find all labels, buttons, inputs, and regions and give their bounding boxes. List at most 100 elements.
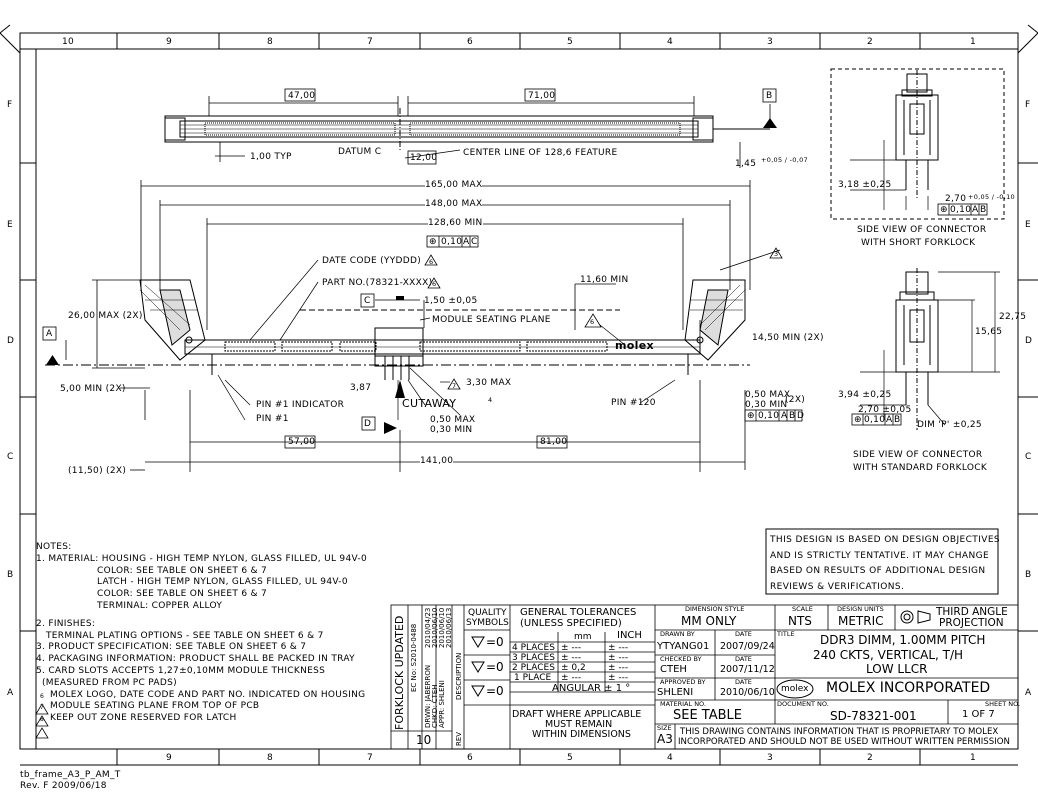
design-line: THIS DESIGN IS BASED ON DESIGN OBJECTIVE… — [770, 535, 1001, 545]
col-label-7: 7 — [367, 37, 374, 47]
revision-date-4: 2010/06/13 — [445, 607, 453, 648]
quality-symbol-2: =0 — [486, 660, 504, 674]
datum-c-text: DATUM C — [338, 147, 382, 157]
row-label-a-right: A — [1025, 688, 1032, 698]
date-code-flag: 6 — [429, 258, 434, 266]
dim-394: 3,94 ±0,25 — [838, 390, 892, 400]
seating-plane-label: MODULE SEATING PLANE — [432, 315, 551, 325]
date-code-label: DATE CODE (YYDDD) — [322, 256, 422, 266]
fcf-bot-datum-a: A — [781, 411, 788, 421]
pitch-typ: 1,00 TYP — [250, 152, 292, 162]
col-label-8-bottom: 8 — [267, 753, 274, 763]
dim-050-max: 0,50 MAX — [430, 415, 476, 425]
col-label-6: 6 — [467, 37, 474, 47]
dim-030-min: 0,30 MIN — [430, 425, 473, 435]
row-label-f: F — [7, 100, 13, 110]
col-label-7-bottom: 7 — [367, 753, 374, 763]
top-view-dimensions — [208, 96, 771, 168]
datum-c-cutaway-mark — [396, 296, 404, 300]
right-latch — [684, 279, 746, 361]
title-line-1: DDR3 DIMM, 1.00MM PITCH — [820, 633, 986, 647]
front-view-dimensions — [65, 180, 781, 472]
col-label-3-bottom: 3 — [767, 753, 774, 763]
side-view-short-box — [830, 68, 1005, 220]
title-label: TITLE — [777, 630, 795, 638]
leaders — [217, 259, 676, 421]
template-name: tb_frame_A3_P_AM_T — [20, 770, 121, 780]
notes-title: NOTES: — [36, 542, 72, 552]
units-label: DESIGN UNITS — [837, 605, 884, 613]
dim-style-label: DIMENSION STYLE — [685, 605, 745, 613]
design-line: AND IS STRICTLY TENTATIVE. IT MAY CHANGE — [770, 550, 990, 561]
col-label-9-bottom: 9 — [166, 753, 173, 763]
checked-by-value: CTEH — [660, 664, 687, 675]
datum-d-marker — [384, 422, 397, 434]
caption-short-1: SIDE VIEW OF CONNECTOR — [857, 225, 987, 235]
dim-47: 47,00 — [288, 91, 316, 101]
note-flag-6: 6 — [40, 692, 45, 700]
caption-short-2: WITH SHORT FORKLOCK — [861, 238, 976, 248]
dim-2600-max: 26,00 MAX (2X) — [68, 311, 143, 321]
dim-2275: 22,75 — [999, 312, 1027, 322]
design-note-box — [765, 528, 999, 595]
fcf-bot-datum-b: B — [789, 411, 796, 421]
draft-1: DRAFT WHERE APPLICABLE — [512, 709, 642, 720]
dim-500-min: 5,00 MIN (2X) — [60, 384, 126, 394]
centerline-note: CENTER LINE OF 128,6 FEATURE — [463, 148, 618, 158]
datum-a-label: A — [46, 329, 53, 339]
col-label-9: 9 — [166, 37, 173, 47]
approved-by-label: APPROVED BY — [660, 678, 706, 686]
size-value: A3 — [657, 732, 673, 746]
fcf-top-datum-a: A — [463, 237, 470, 247]
size-label: SIZE — [657, 724, 672, 732]
note-line: 1. MATERIAL: HOUSING - HIGH TEMP NYLON, … — [36, 553, 367, 564]
note-line: TERMINAL PLATING OPTIONS - SEE TABLE ON … — [46, 630, 324, 641]
dim-style-value: MM ONLY — [681, 614, 737, 628]
sheet-value: 1 OF 7 — [962, 709, 995, 720]
top-view-connector — [164, 108, 770, 150]
molex-logo-text: molex — [781, 684, 809, 694]
pin120-label: PIN #120 — [611, 398, 656, 408]
dim-150: 1,50 ±0,05 — [424, 296, 478, 306]
approved-date-label: DATE — [735, 678, 752, 686]
tol-title-1: GENERAL TOLERANCES — [520, 607, 637, 618]
fcf-top-value: 0,10 — [441, 237, 463, 247]
row-label-b-right: B — [1025, 570, 1032, 580]
cutaway-sup: 4 — [488, 396, 493, 404]
tol-row-4: 4 PLACES — [512, 643, 555, 653]
col-label-4-bottom: 4 — [667, 753, 674, 763]
dim-12860-min: 128,60 MIN — [428, 218, 483, 228]
fcf-side-bot-datum-b: B — [894, 415, 901, 425]
tol-inch-3: ± --- — [608, 653, 629, 663]
column-ticks-bottom — [20, 749, 1018, 766]
company-name: MOLEX INCORPORATED — [826, 680, 991, 696]
tol-row-3: 3 PLACES — [512, 653, 555, 663]
note-line: 3. PRODUCT SPECIFICATION: SEE TABLE ON S… — [36, 642, 307, 653]
flag-6-seating: 6 — [590, 318, 595, 326]
tol-inch-1: ± --- — [608, 673, 629, 683]
row-label-d-right: D — [1025, 336, 1033, 346]
side-view-standard — [860, 268, 1000, 430]
title-block-grid — [390, 604, 1019, 750]
drawn-date-value: 2007/09/24 — [720, 641, 775, 652]
tol-inch-header: INCH — [617, 630, 642, 641]
tol-angular: ANGULAR ± 1 ° — [552, 683, 631, 694]
molex-housing-logo: molex — [615, 339, 654, 352]
dim-5700: 57,00 — [288, 437, 316, 447]
proprietary-2: INCORPORATED AND SHOULD NOT BE USED WITH… — [678, 737, 1010, 747]
revision-description-label: DESCRIPTION — [455, 652, 463, 700]
pin1-indicator-label: PIN #1 INDICATOR — [256, 400, 345, 410]
title-line-2: 240 CKTS, VERTICAL, T/H — [813, 648, 964, 662]
cutaway-label: CUTAWAY — [402, 397, 457, 410]
row-label-a: A — [7, 688, 14, 698]
quality-header-1: QUALITY — [468, 608, 507, 618]
revision-appr: APPR: SHLENI — [438, 680, 446, 728]
quality-symbol-icons — [471, 636, 485, 697]
note-line: COLOR: SEE TABLE ON SHEET 6 & 7 — [97, 589, 268, 600]
projection-icon — [900, 610, 931, 624]
row-label-e: E — [7, 220, 13, 230]
